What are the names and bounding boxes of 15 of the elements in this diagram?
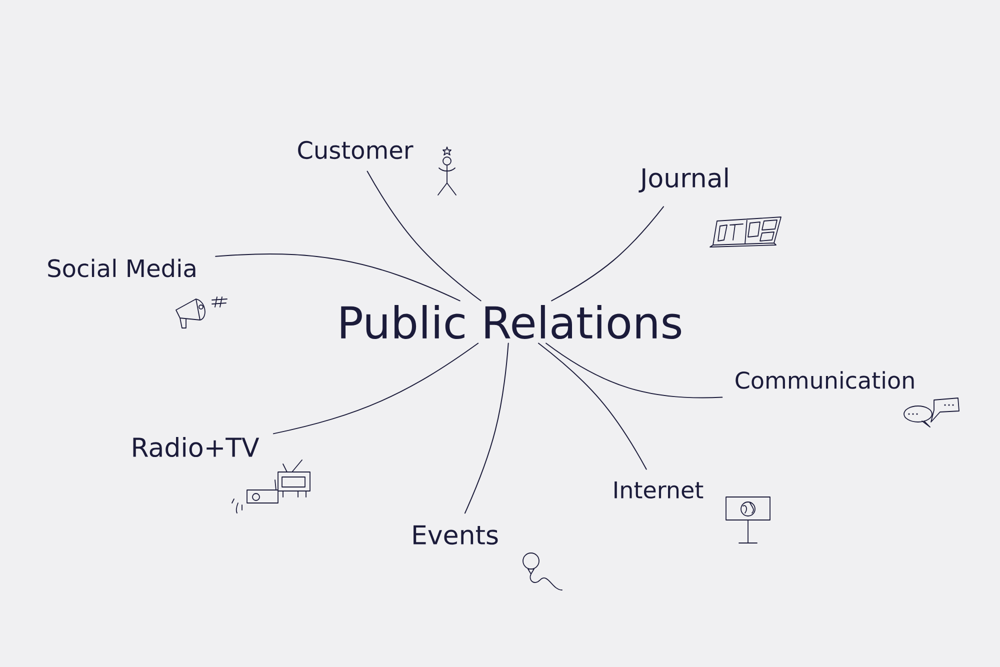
connector-line — [366, 170, 482, 302]
connector-line — [272, 342, 479, 434]
connector-line — [551, 206, 664, 302]
topic-label: Internet — [614, 481, 704, 499]
topic-label: Radio+TV — [133, 436, 260, 458]
topic-label: Social Media — [48, 258, 196, 278]
connector-line — [538, 342, 647, 470]
connector-line — [464, 342, 509, 514]
topic-label: Events — [414, 525, 498, 545]
connector-line — [215, 254, 460, 302]
topic-label: Journal — [638, 168, 728, 192]
topic-label: Communication — [736, 371, 914, 389]
central-topic: Public Relations — [341, 304, 682, 340]
connector-line — [546, 342, 723, 398]
topic-label: Customer — [298, 140, 414, 160]
